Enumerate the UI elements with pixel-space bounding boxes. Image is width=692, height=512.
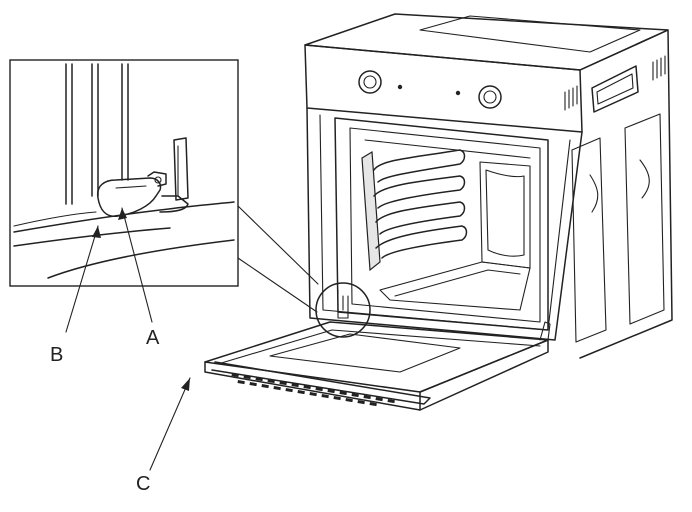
callout-line-a [121,207,153,323]
left-knob[interactable] [358,70,382,94]
indicator-light-left [397,84,403,90]
door-front-edge [204,361,421,411]
side-panel-curve-b [639,159,650,199]
rack-rail-4 [375,225,468,259]
rack-rail-1 [373,149,466,183]
door-glass-panel [269,333,461,373]
right-knob[interactable] [478,85,502,109]
inset-connector-top [237,205,319,285]
callout-arrow-c [181,378,190,391]
callout-arrow-a [118,208,127,220]
side-handle-inner [596,73,634,105]
callouts: A B C [50,207,191,495]
callout-arrow-b [92,226,101,238]
rack-rail-2 [373,175,466,209]
shelf-rack [361,149,468,272]
oven-back-panel [485,169,525,257]
side-panel-rear [624,113,665,325]
indicator-light-right [455,90,461,96]
rack-rail-3 [375,201,466,235]
hinge-lever[interactable] [96,177,162,218]
right-knob-inner [483,90,497,104]
cavity-floor [379,261,531,311]
side-handle-slot [591,65,639,113]
hinge-catch-pin [154,176,162,184]
hinge-base [159,195,189,213]
inset-door-rim [13,211,97,227]
inset-connector-bottom [237,257,318,313]
side-panel-curve-a [589,174,599,213]
door-handle[interactable] [211,361,431,405]
hinge-catch [147,171,167,187]
inset-frame [9,59,239,287]
rack-frame [361,150,381,272]
hinge-bracket [337,289,349,319]
left-knob-inner [363,75,377,89]
hinge-detail-circle [315,282,371,338]
label-a: A [146,327,160,349]
side-panel-front [571,137,607,343]
label-c: C [136,473,150,495]
door-side-edge [419,339,549,411]
door-inner-rim [217,329,541,365]
oven-cavity-inner [349,127,541,323]
door-hinge-right [539,321,551,341]
magnified-inset [9,59,319,313]
door-vent-slots [231,372,395,407]
side-vents-left [564,85,578,111]
hinge-bracket-plate [173,137,189,201]
oven-cavity-opening [334,117,549,331]
callout-line-c [149,377,191,471]
callout-line-b [65,225,99,333]
hinge-lever-edge [115,185,147,189]
inset-door-bottom [47,239,235,279]
cavity-floor-edge [394,269,521,297]
oven-top-recess [419,15,641,53]
label-b: B [50,344,63,366]
oven-body [304,13,673,359]
front-frame [306,107,583,341]
oven-door [204,321,551,411]
cavity-ceiling-line [364,139,531,159]
side-vents-right [652,55,666,81]
oven-right-side [579,29,673,359]
inset-door-top [13,201,235,233]
